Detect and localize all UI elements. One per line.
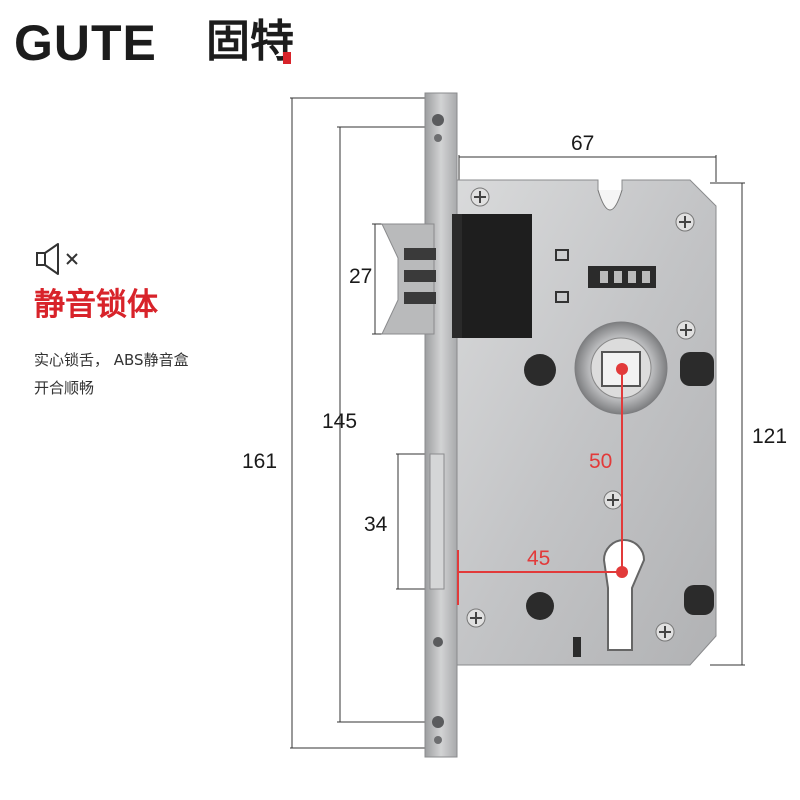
faceplate-screw-holes	[432, 114, 444, 744]
dim-faceplate-height: 145	[322, 410, 358, 433]
red-dimension-lines	[457, 369, 623, 605]
case-details	[524, 189, 714, 657]
spindle-center-dot	[616, 363, 628, 375]
brand-logo-cn: 固特	[206, 16, 294, 67]
feature-title: 静音锁体	[34, 287, 158, 323]
abs-silent-box	[460, 214, 532, 338]
feature-description: 实心锁舌， ABS静音盒 开合顺畅	[34, 346, 264, 402]
dim-latch-height: 27	[349, 265, 373, 288]
dim-body-width: 67	[571, 132, 595, 155]
logo-accent-mark	[283, 52, 291, 64]
speaker-mute-icon	[36, 243, 78, 275]
cylinder-center-dot	[616, 566, 628, 578]
feature-desc-line-1: 实心锁舌， ABS静音盒	[34, 351, 189, 369]
faceplate	[424, 92, 458, 758]
case-screws	[466, 187, 696, 642]
latch-bolt	[381, 223, 436, 335]
dim-handle-to-cylinder: 50	[589, 450, 613, 473]
dim-body-height: 121	[752, 425, 788, 448]
dim-total-height: 161	[242, 450, 278, 473]
brand-logo: GUTE	[14, 15, 157, 71]
feature-desc-line-2: 开合顺畅	[34, 379, 95, 397]
cylinder-hole	[602, 539, 646, 651]
dim-deadbolt-height: 34	[364, 513, 388, 536]
dim-backset: 45	[527, 547, 551, 570]
